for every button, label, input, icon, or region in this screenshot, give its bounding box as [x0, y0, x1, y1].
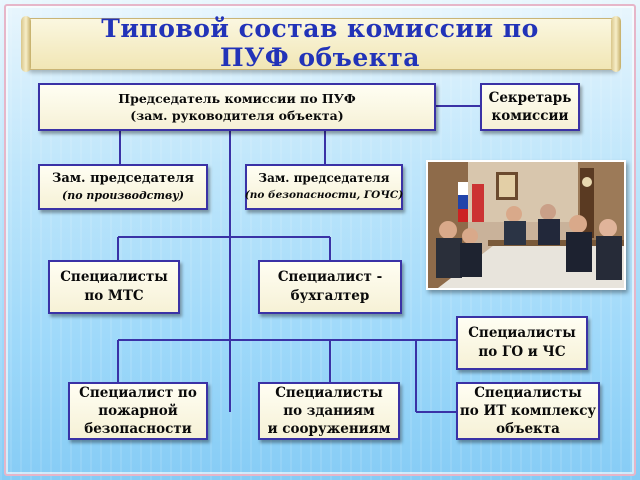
deputy-safety-line1: Зам. председателя	[258, 171, 390, 185]
fire-safety-line1: Специалист по	[79, 385, 197, 401]
secretary-line1: Секретарь	[488, 90, 572, 106]
go-chs-line1: Специалисты	[468, 325, 576, 341]
deputy-safety-box: Зам. председателя (по безопасности, ГОЧС…	[245, 164, 403, 210]
accountant-line1: Специалист -	[277, 269, 383, 285]
deputy-production-line1: Зам. председателя	[51, 171, 195, 186]
fire-safety-box: Специалист по пожарной безопасности	[68, 382, 208, 440]
accountant-line2: бухгалтер	[290, 288, 370, 304]
go-chs-line2: по ГО и ЧС	[478, 344, 566, 360]
deputy-production-line2: (по производству)	[62, 189, 184, 202]
fire-safety-line3: безопасности	[84, 421, 192, 437]
secretary-line2: комиссии	[491, 108, 569, 124]
chairman-box: Председатель комиссии по ПУФ (зам. руков…	[38, 83, 436, 131]
deputy-safety-line2: (по безопасности, ГОЧС)	[244, 189, 404, 201]
mts-line2: по МТС	[84, 288, 144, 304]
slide-frame	[4, 4, 636, 476]
deputy-production-box: Зам. председателя (по производству)	[38, 164, 208, 210]
mts-box: Специалисты по МТС	[48, 260, 180, 314]
go-chs-box: Специалисты по ГО и ЧС	[456, 316, 588, 370]
meeting-photo-icon	[428, 162, 624, 288]
buildings-line2: по зданиям	[283, 403, 375, 419]
title-scroll	[21, 16, 621, 72]
accountant-box: Специалист - бухгалтер	[258, 260, 402, 314]
it-complex-line3: объекта	[496, 421, 560, 437]
buildings-box: Специалисты по зданиям и сооружениям	[258, 382, 400, 440]
buildings-line3: и сооружениям	[267, 421, 391, 437]
chairman-line1: Председатель комиссии по ПУФ	[118, 91, 356, 106]
buildings-line1: Специалисты	[275, 385, 383, 401]
secretary-box: Секретарь комиссии	[480, 83, 580, 131]
meeting-photo	[426, 160, 626, 290]
it-complex-line1: Специалисты	[474, 385, 582, 401]
chairman-line2: (зам. руководителя объекта)	[130, 108, 344, 123]
slide-title: Типовой состав комиссии по ПУФ объекта	[101, 14, 539, 72]
it-complex-line2: по ИТ комплексу	[459, 403, 597, 419]
fire-safety-line2: пожарной	[98, 403, 178, 419]
mts-line1: Специалисты	[60, 269, 168, 285]
it-complex-box: Специалисты по ИТ комплексу объекта	[456, 382, 600, 440]
